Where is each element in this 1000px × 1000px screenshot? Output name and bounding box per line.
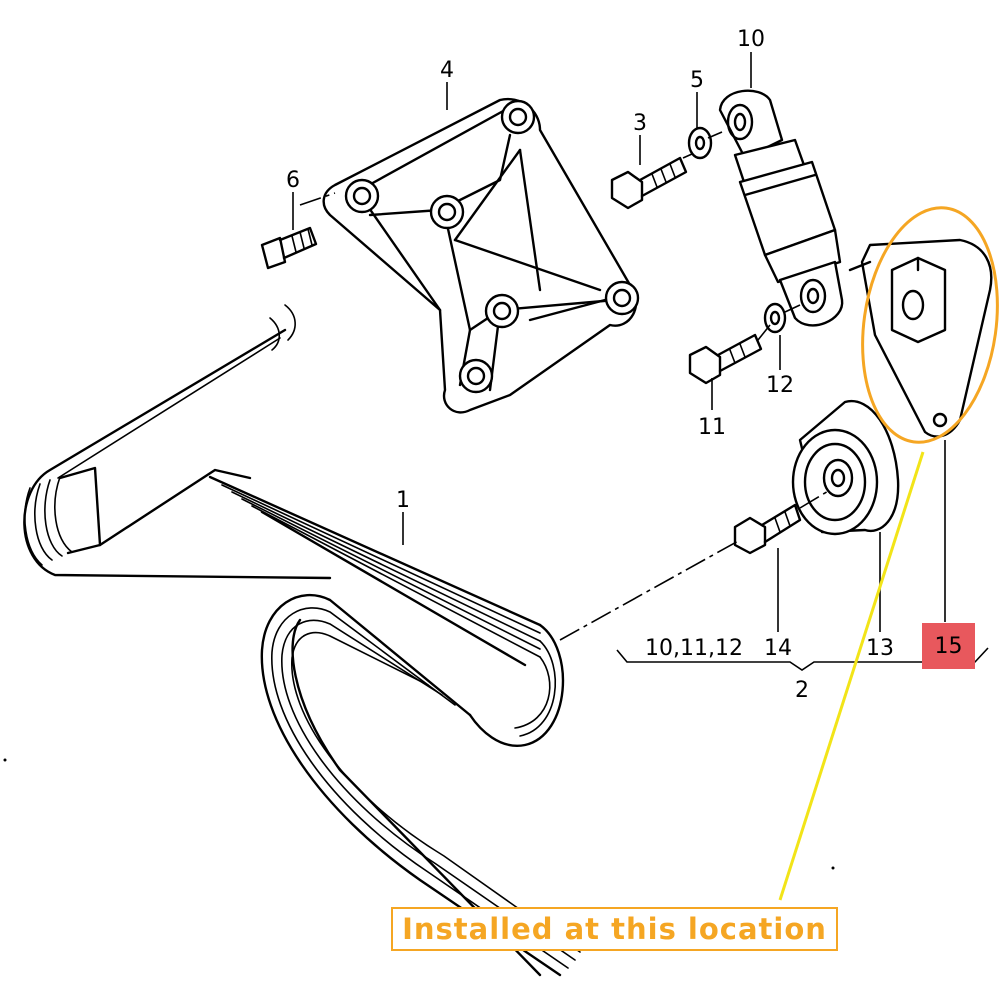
- label-part-6: 6: [286, 168, 300, 193]
- label-part-10: 10: [737, 27, 765, 52]
- axis-line-11: [757, 324, 771, 341]
- label-part-15-highlighted: 15: [922, 623, 975, 669]
- axis-line-12: [784, 304, 801, 313]
- label-group-10-11-12: 10,11,12: [645, 636, 743, 661]
- label-part-12: 12: [766, 373, 794, 398]
- label-part-11: 11: [698, 415, 726, 440]
- label-part-4: 4: [440, 58, 454, 83]
- tensioner-damper: [718, 89, 844, 327]
- bolt-6: [260, 226, 318, 270]
- bolt-14: [733, 503, 802, 555]
- label-part-2: 2: [795, 678, 809, 703]
- pointer-line: [778, 451, 925, 901]
- axis-line-14: [559, 539, 741, 641]
- highlight-ellipse: [861, 206, 999, 444]
- label-part-3: 3: [633, 111, 647, 136]
- label-part-1: 1: [396, 488, 410, 513]
- axis-line-3: [682, 153, 693, 159]
- tensioner-arm: [848, 238, 993, 438]
- label-part-13: 13: [866, 636, 894, 661]
- axis-line-6: [299, 192, 336, 206]
- label-part-5: 5: [690, 68, 704, 93]
- installed-location-callout: Installed at this location: [391, 907, 838, 951]
- ribbed-belt: [23, 304, 581, 977]
- washer-5: [687, 126, 713, 160]
- bolt-11: [688, 333, 763, 385]
- label-part-14: 14: [764, 636, 792, 661]
- axis-line-5: [707, 131, 723, 139]
- bolt-3: [610, 156, 688, 210]
- mounting-bracket: [322, 97, 640, 414]
- axis-line-13: [799, 489, 831, 509]
- idler-pulley: [791, 399, 900, 536]
- group-bracket: [616, 647, 989, 671]
